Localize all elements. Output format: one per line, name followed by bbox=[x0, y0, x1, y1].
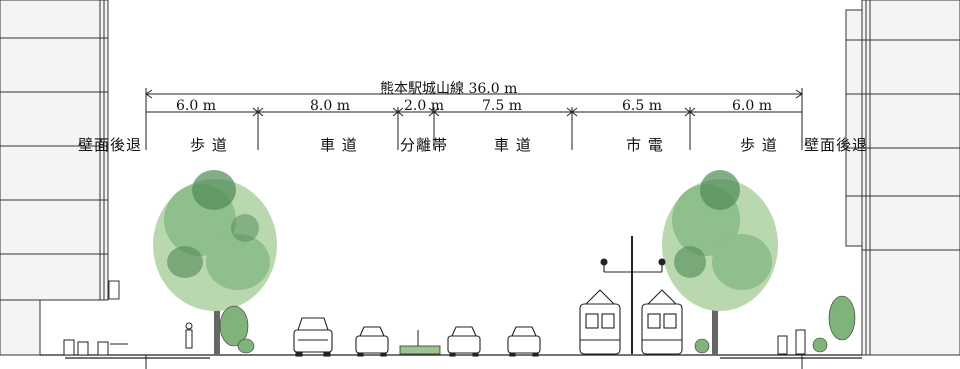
label-carriageway-right: 車 道 bbox=[494, 136, 532, 154]
label-setback-left: 壁面後退 bbox=[78, 136, 143, 154]
label-sidewalk-right: 歩 道 bbox=[740, 136, 778, 154]
tram-1 bbox=[579, 289, 621, 355]
car-4 bbox=[507, 326, 541, 357]
right-building bbox=[845, 0, 960, 356]
left-building bbox=[0, 0, 120, 356]
people-and-furniture bbox=[63, 322, 806, 356]
dimension-sidewalk-left: 6.0 m bbox=[176, 98, 216, 114]
label-carriageway-left: 車 道 bbox=[320, 136, 358, 154]
dimension-carriageway-left: 8.0 m bbox=[310, 98, 350, 114]
cars bbox=[293, 317, 541, 357]
label-tram: 市 電 bbox=[626, 136, 664, 154]
dimension-sidewalk-right: 6.0 m bbox=[732, 98, 772, 114]
dimension-tram: 6.5 m bbox=[622, 98, 662, 114]
label-median: 分離帯 bbox=[400, 136, 449, 154]
car-3 bbox=[447, 326, 481, 357]
car-2 bbox=[355, 326, 389, 357]
trams bbox=[579, 236, 683, 355]
road-title: 熊本駅城山線 36.0 m bbox=[380, 81, 518, 97]
tree-left bbox=[153, 170, 277, 355]
shrubs bbox=[219, 295, 856, 354]
dimension-carriageway-right: 7.5 m bbox=[482, 98, 522, 114]
dimension-median: 2.0 m bbox=[404, 98, 444, 114]
tree-right bbox=[662, 170, 778, 355]
tram-2 bbox=[641, 289, 683, 355]
car-1 bbox=[293, 317, 333, 357]
label-setback-right: 壁面後退 bbox=[804, 136, 869, 154]
label-sidewalk-left: 歩 道 bbox=[190, 136, 228, 154]
dimension-lines bbox=[145, 88, 803, 150]
